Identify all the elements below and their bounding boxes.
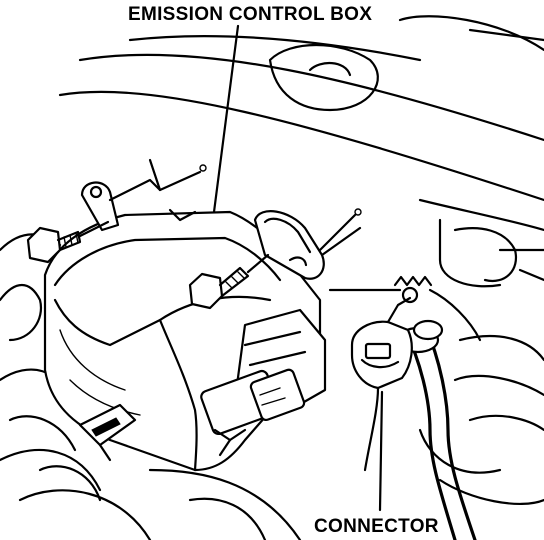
ecb-leader-line (212, 24, 240, 214)
mounting-bracket-right (253, 208, 362, 280)
background-engine-contours (0, 15, 544, 540)
leader-lines (212, 24, 384, 512)
connector-leader-line (378, 390, 384, 512)
mounting-bracket-left (80, 158, 207, 232)
tie-strap (78, 403, 137, 462)
box-connector-block (200, 308, 327, 457)
spring-clamp (328, 275, 433, 304)
connector-label: CONNECTOR (314, 516, 439, 537)
connector-plug (350, 296, 413, 472)
emission-control-box-label: EMISSION CONTROL BOX (128, 4, 373, 25)
bolt-left (26, 220, 110, 264)
bolt-center (188, 253, 270, 310)
